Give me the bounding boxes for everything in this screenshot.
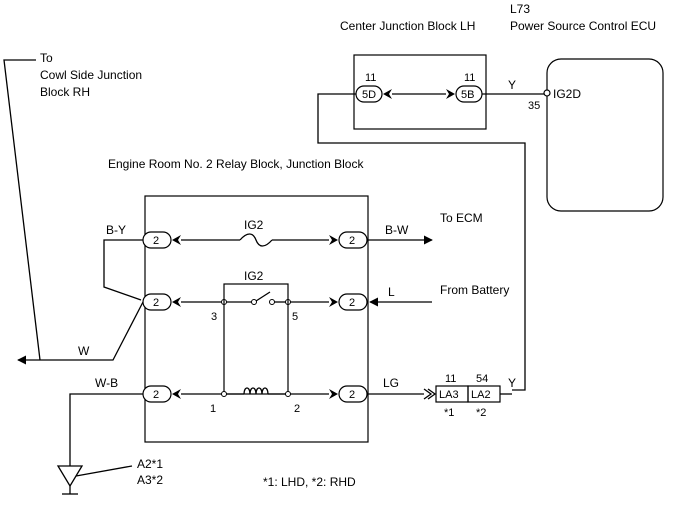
relay-coil	[243, 387, 269, 395]
terminal-right-row1	[329, 235, 338, 245]
relay-term-1	[221, 391, 227, 397]
relay-term-3-label: 3	[211, 311, 217, 323]
relay-term-5-label: 5	[292, 311, 298, 323]
fuse-ig2-label: IG2	[244, 218, 264, 232]
conn-right-row2	[338, 293, 368, 311]
terminal-right-row2	[329, 297, 338, 307]
conn-right-row2-label: 2	[349, 297, 355, 309]
conn-left-row3-label: 2	[153, 389, 159, 401]
terminal-left-row2	[172, 297, 181, 307]
wire-w-b-label: W-B	[95, 376, 118, 390]
cjb-female-terminal-left	[383, 89, 392, 99]
conn-left-row1-label: 2	[153, 235, 159, 247]
wire-lg-label: LG	[383, 376, 399, 390]
connector-la3-name: LA3	[439, 389, 459, 401]
cjb-5b-label: 5B	[461, 89, 474, 101]
center-junction-block	[353, 54, 487, 130]
relay-ig2-label: IG2	[244, 269, 264, 283]
connector-la2-note: *2	[476, 407, 486, 419]
cjb-right-pin-num: 11	[464, 72, 475, 84]
cjb-female-terminal-right	[446, 89, 455, 99]
from-battery-label: From Battery	[440, 283, 509, 297]
wire-to-cowl	[3, 59, 41, 361]
wire-b-y-label: B-Y	[106, 223, 126, 237]
wire-w-b	[69, 393, 143, 466]
cjb-title: Center Junction Block LH	[340, 19, 475, 33]
connector-la2-pin: 54	[476, 373, 488, 385]
wire-y-bottom-label: Y	[508, 376, 516, 390]
ground-a3-label: A3*2	[137, 473, 163, 487]
ecu-code: L73	[510, 2, 530, 16]
connector-la3-note: *1	[444, 407, 454, 419]
fuse-ig2	[239, 233, 273, 247]
ecu-title: Power Source Control ECU	[510, 19, 656, 33]
wire-b-y	[103, 239, 143, 301]
wire-w	[17, 301, 144, 365]
ground-leader	[75, 465, 133, 477]
terminal-left-row1	[172, 235, 181, 245]
wire-w-label: W	[78, 344, 90, 358]
wire-l-label: L	[388, 285, 395, 299]
wire-y-loop	[317, 93, 526, 391]
conn-right-row1-label: 2	[349, 235, 355, 247]
connector-la2-name: LA2	[471, 389, 491, 401]
conn-right-row3-label: 2	[349, 389, 355, 401]
relay-term-1-label: 1	[210, 403, 216, 415]
terminal-left-row3	[172, 389, 181, 399]
power-source-control-ecu	[546, 58, 664, 212]
relay-contact-fixed	[251, 299, 257, 305]
cjb-left-pin-num: 11	[365, 72, 376, 84]
ecu-ig2d-terminal	[543, 89, 551, 97]
relay-contact-arm	[255, 291, 271, 302]
cjb-5d-label: 5D	[362, 89, 376, 101]
footnote: *1: LHD, *2: RHD	[263, 475, 356, 489]
to-cowl-line1: To	[40, 51, 53, 65]
relay-term-2	[285, 391, 291, 397]
terminal-right-row3	[329, 389, 338, 399]
connector-la3-pin: 11	[445, 373, 456, 385]
wire-y-top-label: Y	[508, 78, 516, 92]
to-cowl-line3: Block RH	[40, 85, 90, 99]
ground-a2-label: A2*1	[137, 457, 163, 471]
relay-term-2-label: 2	[294, 403, 300, 415]
connector-double-chevron	[423, 388, 437, 400]
to-cowl-line2: Cowl Side Junction	[40, 68, 142, 82]
engine-block-title: Engine Room No. 2 Relay Block, Junction …	[108, 157, 364, 171]
ecu-pin-num: 35	[528, 100, 540, 112]
relay-contact-moving	[269, 299, 275, 305]
engine-room-relay-block	[144, 195, 369, 443]
wire-b-w-label: B-W	[385, 223, 409, 237]
conn-left-row2-label: 2	[153, 297, 159, 309]
to-ecm-label: To ECM	[440, 211, 483, 225]
ecu-terminal-label: IG2D	[553, 87, 581, 101]
